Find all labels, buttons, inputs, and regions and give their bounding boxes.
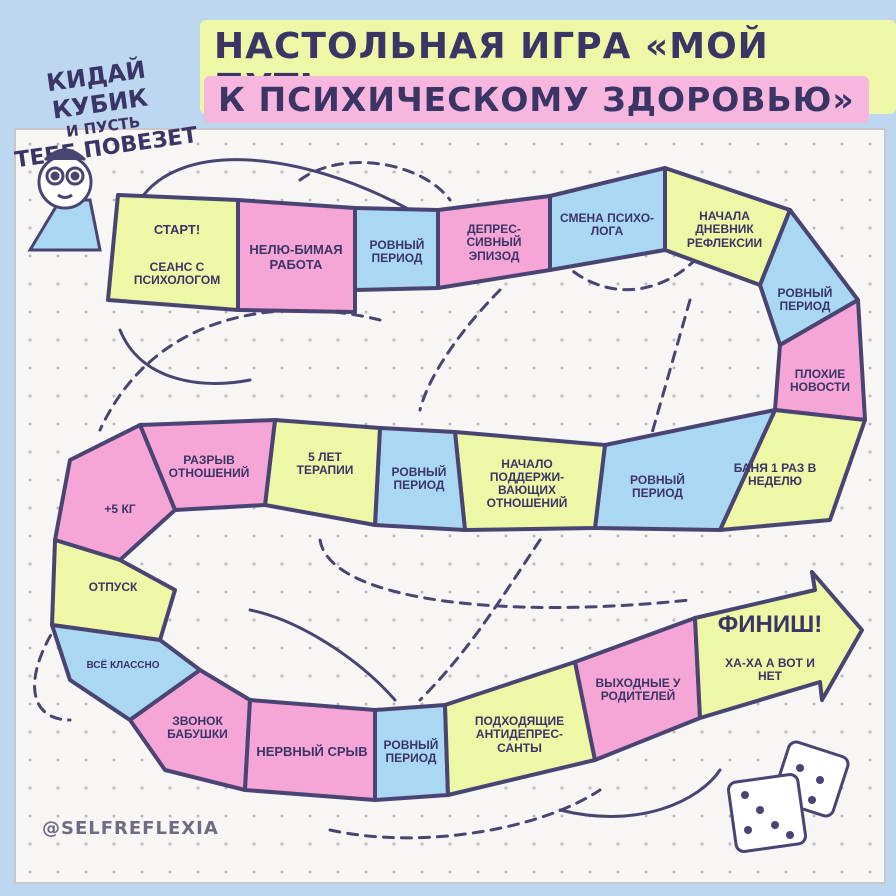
cell-breakup: РАЗРЫВ ОТНОШЕНИЙ (168, 452, 250, 480)
character-icon (27, 148, 102, 252)
start-subtitle: СЕАНС С ПСИХОЛОГОМ (133, 259, 221, 287)
cell-reflection-diary: НАЧАЛА ДНЕВНИК РЕФЛЕКСИИ (686, 209, 763, 250)
cell-steady-period-3: РОВНЫЙ ПЕРИОД (630, 472, 685, 500)
cell-vacation: ОТПУСК (88, 579, 138, 594)
cell-unloved-job: НЕЛЮ-БИМАЯ РАБОТА (249, 242, 343, 272)
cell-sauna: БАНЯ 1 РАЗ В НЕДЕЛЮ (733, 460, 817, 488)
cell-antidepressants: ПОДХОДЯЩИЕ АНТИДЕПРЕС-САНТЫ (474, 714, 565, 755)
title-line-2: К ПСИХИЧЕСКОМУ ЗДОРОВЬЮ» (204, 76, 869, 123)
start-title: СТАРТ! (153, 221, 201, 237)
cell-plus-5kg: +5 КГ (104, 502, 136, 517)
dice-icon (727, 740, 850, 853)
cell-five-years-therapy: 5 ЛЕТ ТЕРАПИИ (296, 449, 354, 477)
cell-all-great: ВСЁ КЛАССНО (86, 659, 160, 671)
cell-depressive-episode: ДЕПРЕС-СИВНЫЙ ЭПИЗОД (466, 222, 522, 263)
finish-title: ФИНИШ! (717, 610, 823, 638)
cell-grandma-call: ЗВОНОК БАБУШКИ (167, 713, 228, 741)
finish-subtitle: ХА-ХА А ВОТ И НЕТ (725, 655, 815, 683)
cell-steady-period-4: РОВНЫЙ ПЕРИОД (391, 464, 447, 492)
cell-supportive-relationship: НАЧАЛО ПОДДЕРЖИ-ВАЮЩИХ ОТНОШЕНИЙ (486, 456, 568, 511)
cell-breakdown: НЕРВНЫЙ СРЫВ (256, 743, 368, 759)
cell-bad-news: ПЛОХИЕ НОВОСТИ (789, 366, 851, 394)
cell-parents-weekend: ВЫХОДНЫЕ У РОДИТЕЛЕЙ (595, 675, 681, 703)
cell-steady-period-5: РОВНЫЙ ПЕРИОД (383, 737, 439, 765)
cell-steady-period-1: РОВНЫЙ ПЕРИОД (369, 237, 425, 265)
author-handle: @SELFREFLEXIA (42, 818, 219, 839)
cell-change-psychologist: СМЕНА ПСИХО-ЛОГА (559, 210, 655, 238)
cell-steady-period-2: РОВНЫЙ ПЕРИОД (777, 285, 833, 313)
